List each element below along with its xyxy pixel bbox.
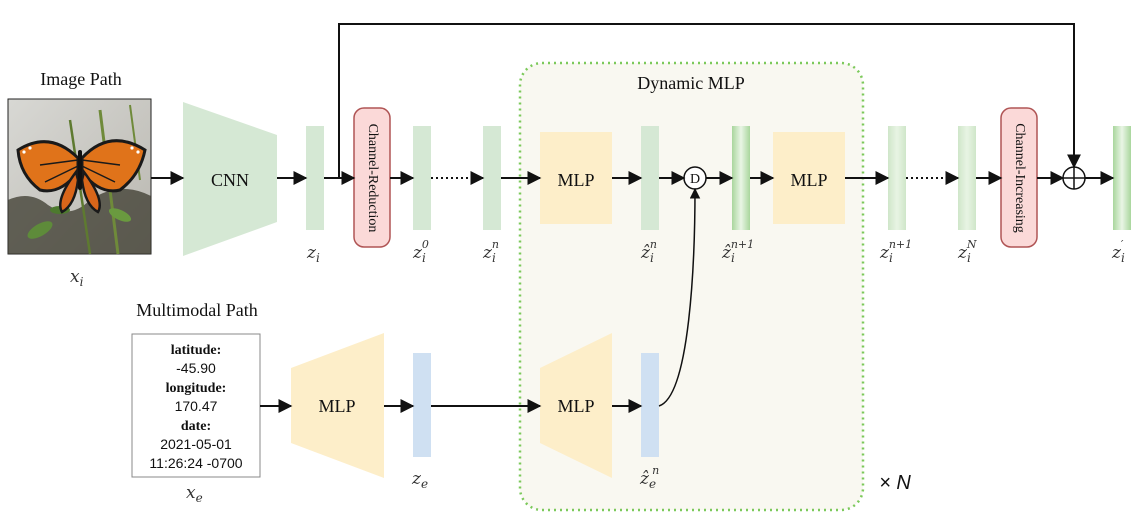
feature-z-i-prime [1113, 126, 1131, 230]
channel-increasing-label: Channel-Increasing [1012, 123, 1027, 233]
date-label: date: [181, 419, 211, 434]
label-z-i-prime: zi′ [1111, 238, 1125, 265]
latitude-value: -45.90 [176, 360, 216, 376]
label-x-i: xi [70, 267, 84, 289]
feature-zhat-e-n [641, 353, 659, 457]
image-path-title: Image Path [40, 69, 121, 89]
channel-reduction-label: Channel-Reduction [365, 124, 380, 233]
label-zhat-i-n: ẑin [640, 238, 657, 265]
cnn-label: CNN [211, 170, 249, 190]
multimodal-path-title: Multimodal Path [136, 300, 258, 320]
longitude-label: longitude: [166, 381, 227, 396]
dynamic-operator-label: D [690, 172, 700, 187]
mlp-top-2-label: MLP [790, 170, 827, 190]
label-zhat-e-n: ẑen [639, 464, 659, 491]
feature-zhat-i-n [641, 126, 659, 230]
time-value: 11:26:24 -0700 [149, 455, 242, 471]
label-z-i-n1: zin+1 [879, 238, 912, 265]
cnn-block [183, 102, 277, 256]
label-x-e: xe [186, 483, 203, 505]
mlp-block-bottom-2 [540, 333, 612, 478]
mlp-block-bottom [291, 333, 384, 478]
label-z-i-0: zi0 [412, 238, 429, 265]
feature-zhat-i-n1 [732, 126, 750, 230]
feature-z-i-N [958, 126, 976, 230]
feature-z-i-n1 [888, 126, 906, 230]
mlp-block-top-2 [773, 132, 845, 224]
feature-z-i-n [483, 126, 501, 230]
feature-z-i-0 [413, 126, 431, 230]
top-row-arrows [151, 23, 1115, 185]
label-z-i-N: ziN [957, 238, 977, 265]
label-z-e: ze [411, 469, 428, 491]
date-value: 2021-05-01 [160, 436, 232, 452]
mlp-top-label: MLP [557, 170, 594, 190]
mlp-bottom-2-label: MLP [557, 396, 594, 416]
dynamic-mlp-title: Dynamic MLP [637, 73, 745, 93]
label-z-i-n: zin [482, 238, 499, 265]
latitude-label: latitude: [171, 343, 222, 358]
feature-z-e [413, 353, 431, 457]
butterfly-image [7, 98, 152, 255]
longitude-value: 170.47 [175, 398, 218, 414]
label-zhat-i-n1: ẑin+1 [721, 238, 754, 265]
mlp-bottom-label: MLP [318, 396, 355, 416]
sum-operator-icon [1062, 166, 1086, 190]
label-z-i: zi [306, 243, 320, 265]
metadata-box: latitude: -45.90 longitude: 170.47 date:… [131, 333, 261, 478]
mlp-block-top [540, 132, 612, 224]
bottom-row-arrows [260, 187, 701, 413]
repeat-label: × N [879, 472, 911, 494]
feature-z-i [306, 126, 324, 230]
